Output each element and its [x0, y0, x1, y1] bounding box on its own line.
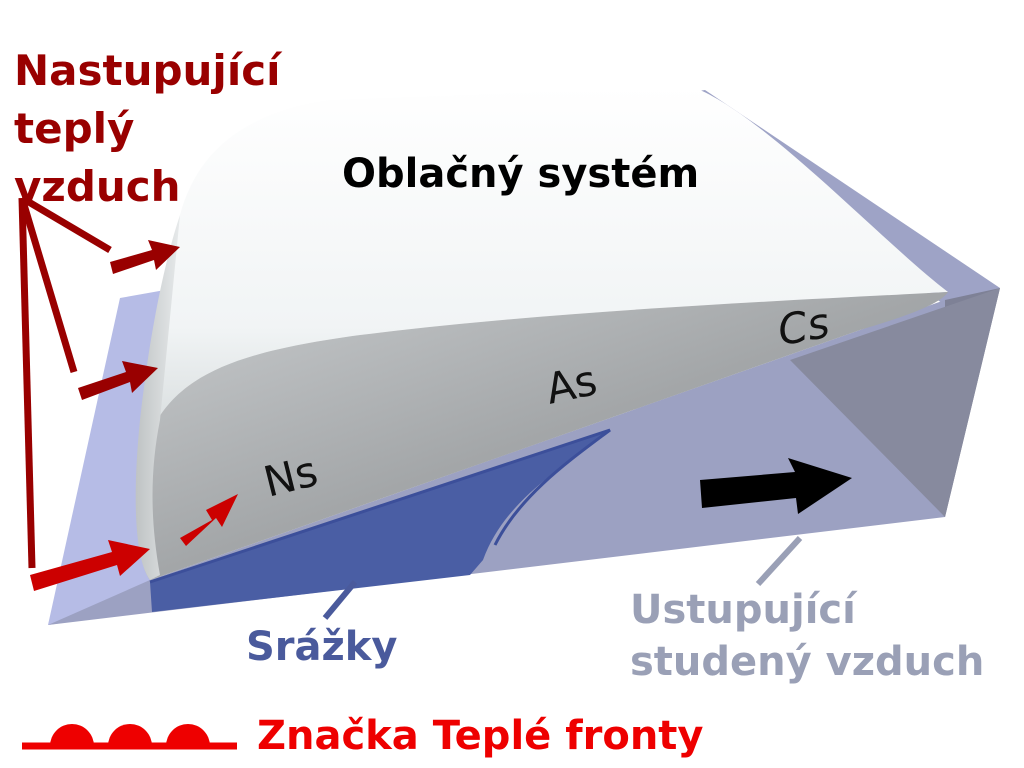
warm-air-arrow: [30, 540, 150, 591]
cloud-system: [135, 86, 948, 580]
pointer-line: [20, 194, 112, 254]
cloud-underside: [138, 292, 948, 580]
cold-air-label-line: Ustupující: [630, 587, 856, 633]
warm-air-arrow: [110, 240, 180, 274]
warm-front-legend-label: Značka Teplé fronty: [257, 713, 704, 759]
cloud-top-surface: [152, 86, 948, 430]
precipitation-area: [150, 430, 610, 612]
cold-air-label: Ustupující studený vzduch: [630, 584, 984, 688]
pointer-line: [18, 196, 78, 374]
cold-wedge-end-face: [790, 288, 1000, 517]
warm-front-symbol: [22, 724, 237, 750]
cloud-system-label: Oblačný systém: [342, 151, 700, 197]
cloud-type-as: As: [541, 355, 602, 414]
cold-air-pointer: [755, 535, 803, 587]
warm-air-label-line: vzduch: [14, 162, 181, 211]
pointer-line: [18, 197, 36, 569]
warm-air-arrow: [180, 494, 238, 546]
precipitation-pointer: [322, 580, 358, 620]
cold-air-label-line: studený vzduch: [630, 639, 985, 685]
precipitation-edge: [149, 428, 611, 584]
warm-air-arrows: [18, 194, 238, 591]
precipitation-label: Srážky: [246, 624, 398, 670]
cloud-front-edge: [135, 215, 180, 580]
cloud-type-cs: Cs: [774, 297, 834, 356]
warm-air-arrow: [78, 361, 158, 400]
warm-air-label-line: Nastupující: [14, 46, 281, 95]
warm-air-label: Nastupující teplý vzduch: [14, 42, 281, 216]
front-movement-arrow: [700, 458, 852, 514]
warm-air-label-line: teplý: [14, 104, 135, 153]
